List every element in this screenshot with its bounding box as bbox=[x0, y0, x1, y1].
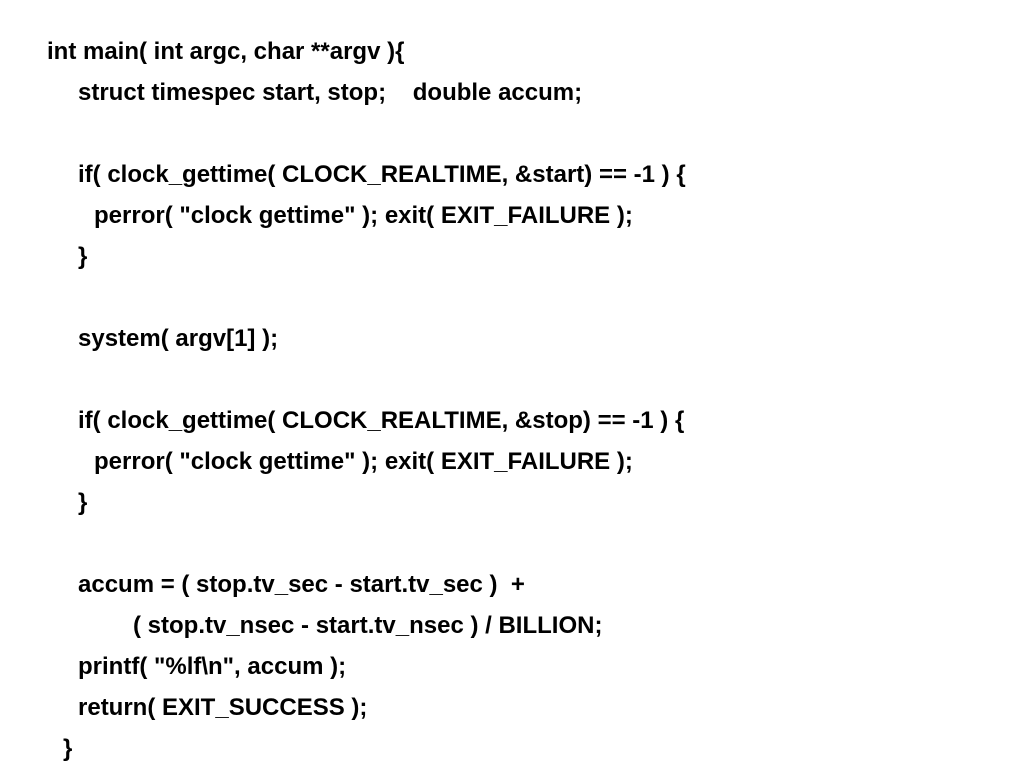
code-line-perror-start: perror( "clock gettime" ); exit( EXIT_FA… bbox=[94, 202, 633, 229]
code-line-if-start: if( clock_gettime( CLOCK_REALTIME, &star… bbox=[78, 161, 686, 188]
code-line-declarations: struct timespec start, stop; double accu… bbox=[78, 79, 583, 106]
code-line-main-signature: int main( int argc, char **argv ){ bbox=[47, 38, 405, 65]
code-line-printf: printf( "%lf\n", accum ); bbox=[78, 653, 347, 680]
code-line-if-stop: if( clock_gettime( CLOCK_REALTIME, &stop… bbox=[78, 407, 685, 434]
code-line-close-if-stop: } bbox=[78, 489, 88, 516]
code-line-return: return( EXIT_SUCCESS ); bbox=[78, 694, 368, 721]
code-line-accum-seconds: accum = ( stop.tv_sec - start.tv_sec ) + bbox=[78, 571, 525, 598]
code-line-close-main: } bbox=[63, 735, 73, 762]
code-line-system-call: system( argv[1] ); bbox=[78, 325, 279, 352]
code-line-close-if-start: } bbox=[78, 243, 88, 270]
code-line-accum-nanoseconds: ( stop.tv_nsec - start.tv_nsec ) / BILLI… bbox=[133, 612, 603, 639]
code-line-perror-stop: perror( "clock gettime" ); exit( EXIT_FA… bbox=[94, 448, 633, 475]
